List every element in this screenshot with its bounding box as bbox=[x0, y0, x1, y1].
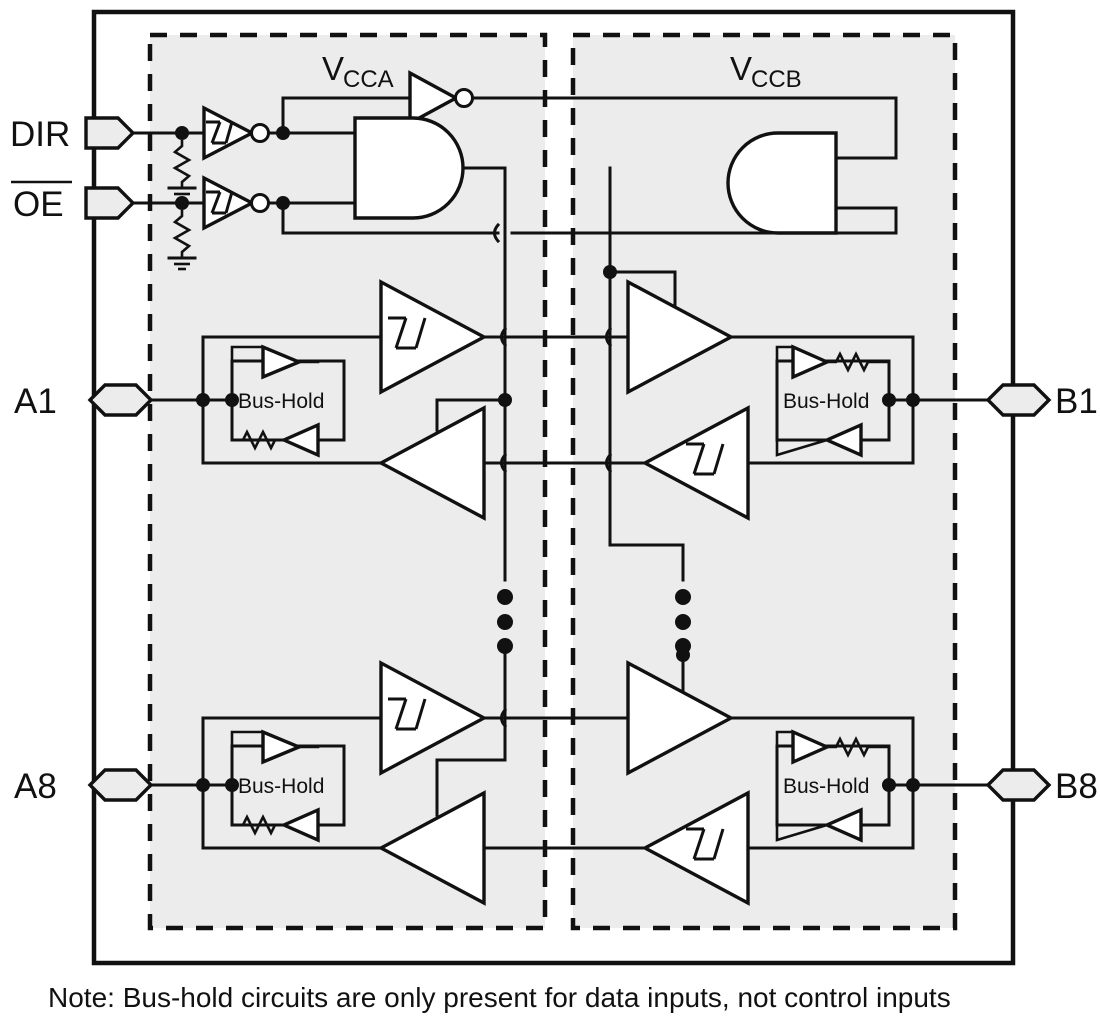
control-bus-b-2 bbox=[608, 543, 685, 582]
inverter-bubble bbox=[250, 123, 270, 143]
and-gate-vcca bbox=[353, 116, 465, 220]
pin-b8-label: B8 bbox=[1055, 767, 1098, 806]
bus-hold-buffer bbox=[261, 344, 304, 380]
bus-hold-buffer bbox=[791, 344, 832, 380]
dir-resistor bbox=[172, 140, 192, 188]
bus-hold-a1-label: Bus-Hold bbox=[238, 390, 324, 413]
pin-b1-label: B1 bbox=[1055, 382, 1098, 421]
driver-b8-out bbox=[626, 660, 735, 776]
wire-hop-b1-337 bbox=[605, 326, 613, 348]
pin-oe-shape bbox=[84, 186, 136, 220]
wire-b1-drv-en bbox=[435, 398, 507, 432]
diagram-note: Note: Bus-hold circuits are only present… bbox=[48, 982, 951, 1013]
wire-b8-drv-en bbox=[435, 716, 507, 817]
pin-dir-label: DIR bbox=[10, 115, 70, 154]
ground-icon bbox=[167, 256, 197, 271]
bus-hold-buffer bbox=[261, 729, 304, 765]
vcca-label: V CCA bbox=[322, 50, 394, 93]
pin-b1-shape bbox=[985, 383, 1052, 417]
ellipsis-bus-b bbox=[675, 589, 691, 654]
inverter-bubble bbox=[454, 88, 474, 108]
schmitt-inverter-oe bbox=[180, 175, 285, 231]
bus-hold-b8-label: Bus-Hold bbox=[783, 775, 869, 798]
bus-hold-b8: Bus-Hold bbox=[775, 729, 891, 843]
bus-hold-b1-label: Bus-Hold bbox=[783, 390, 869, 413]
ellipsis-bus-a bbox=[497, 589, 513, 654]
pin-a1[interactable]: A1 bbox=[14, 382, 154, 421]
bus-hold-a8: Bus-Hold bbox=[230, 729, 346, 843]
wire-oe-bus-b bbox=[281, 201, 492, 235]
wire-hop-a-233 bbox=[493, 222, 501, 244]
driver-a1-to-b1 bbox=[379, 279, 488, 395]
pin-dir-shape bbox=[84, 116, 136, 150]
pin-a8[interactable]: A8 bbox=[14, 767, 154, 806]
pin-a8-shape bbox=[87, 768, 154, 802]
pin-b8[interactable]: B8 bbox=[985, 767, 1098, 806]
wire-b1-rail-dn bbox=[746, 398, 915, 465]
wire-b8-rail-up bbox=[729, 716, 915, 787]
driver-b1-out bbox=[626, 279, 735, 395]
bus-hold-resistor bbox=[232, 814, 284, 836]
pin-oe[interactable]: OE bbox=[11, 180, 136, 224]
bus-hold-resistor bbox=[232, 429, 284, 451]
wire-and-b-out bbox=[608, 206, 898, 235]
pin-b1[interactable]: B1 bbox=[985, 382, 1098, 421]
bus-hold-resistor bbox=[827, 351, 891, 400]
vccb-label: V CCB bbox=[730, 50, 802, 93]
vcca-label-sub: CCA bbox=[343, 66, 394, 93]
bus-hold-a8-label: Bus-Hold bbox=[238, 775, 324, 798]
and-gate-vccb bbox=[726, 131, 838, 235]
bus-hold-resistor bbox=[827, 736, 891, 785]
driver-a8-to-b8 bbox=[379, 660, 488, 776]
bus-hold-a1: Bus-Hold bbox=[230, 344, 346, 458]
wire-b8-rail-dn bbox=[746, 783, 915, 850]
vccb-label-main: V bbox=[730, 50, 752, 87]
wire-a1-rail-up bbox=[201, 335, 383, 402]
pin-a1-label: A1 bbox=[14, 382, 57, 421]
pin-b8-shape bbox=[985, 768, 1052, 802]
wire-b1-out-en bbox=[608, 270, 677, 307]
vccb-label-sub: CCB bbox=[751, 66, 802, 93]
bus-hold-buffer bbox=[791, 729, 832, 765]
inverter-bubble bbox=[250, 193, 270, 213]
wire-a1-rail-dn bbox=[201, 398, 383, 465]
wire-hop-a1-463 bbox=[500, 452, 508, 474]
device-outline bbox=[91, 9, 1016, 966]
wire-b1-rail-up bbox=[729, 335, 915, 402]
oe-resistor bbox=[172, 210, 192, 258]
wire-hop-a1-337 bbox=[500, 326, 508, 348]
wire-a8-rail-up bbox=[201, 716, 383, 787]
vcca-label-main: V bbox=[322, 50, 344, 87]
pin-a1-shape bbox=[87, 383, 154, 417]
wire-dir-to-top bbox=[281, 96, 412, 135]
wire-hop-b1-463 bbox=[605, 452, 613, 474]
schmitt-inverter-dir bbox=[180, 105, 285, 161]
wire-top-to-vccb-and bbox=[471, 96, 898, 160]
wire-a8-rail-dn bbox=[201, 783, 383, 850]
pin-oe-label: OE bbox=[13, 185, 64, 224]
wire-and-a-out bbox=[461, 166, 507, 227]
pin-dir[interactable]: DIR bbox=[10, 115, 136, 154]
pin-a8-label: A8 bbox=[14, 767, 57, 806]
bus-hold-b1: Bus-Hold bbox=[775, 344, 891, 458]
